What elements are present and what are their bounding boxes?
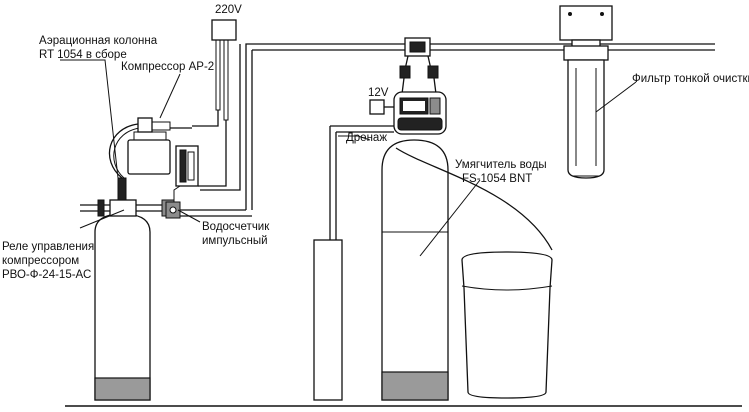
softener-tank [381,139,449,401]
label-softener-1: Умягчитель воды [455,159,547,171]
label-water-meter-2: импульсный [202,235,268,247]
power-12v-block [369,99,394,115]
label-water-meter-1: Водосчетчик [202,221,270,233]
softener-control-valve [393,37,447,135]
leader-lines [60,59,637,257]
compressor [127,117,192,175]
compressor-relay [173,145,199,210]
brine-tank [461,251,553,399]
label-aeration-column-2: RT 1054 в сборе [39,49,127,61]
pulse-water-meter [165,201,181,219]
drain-line [313,125,394,401]
label-softener-2: FS-1054 BNT [462,173,532,185]
label-drain: Дренаж [346,132,387,144]
fine-filter [559,5,613,179]
label-compressor: Компрессор АР-2 [121,61,214,73]
power-220v-junction [192,19,241,191]
brine-line [395,147,553,251]
label-12v: 12V [368,87,389,99]
label-relay-3: РВО-Ф-24-15-АС [2,269,91,281]
label-220v: 220V [215,4,242,16]
label-aeration-column-1: Аэрационная колонна [39,35,158,47]
aeration-column [80,123,175,401]
label-fine-filter: Фильтр тонкой очистки [632,73,749,85]
label-relay-2: компрессором [2,255,79,267]
label-relay-1: Реле управления [2,241,94,253]
